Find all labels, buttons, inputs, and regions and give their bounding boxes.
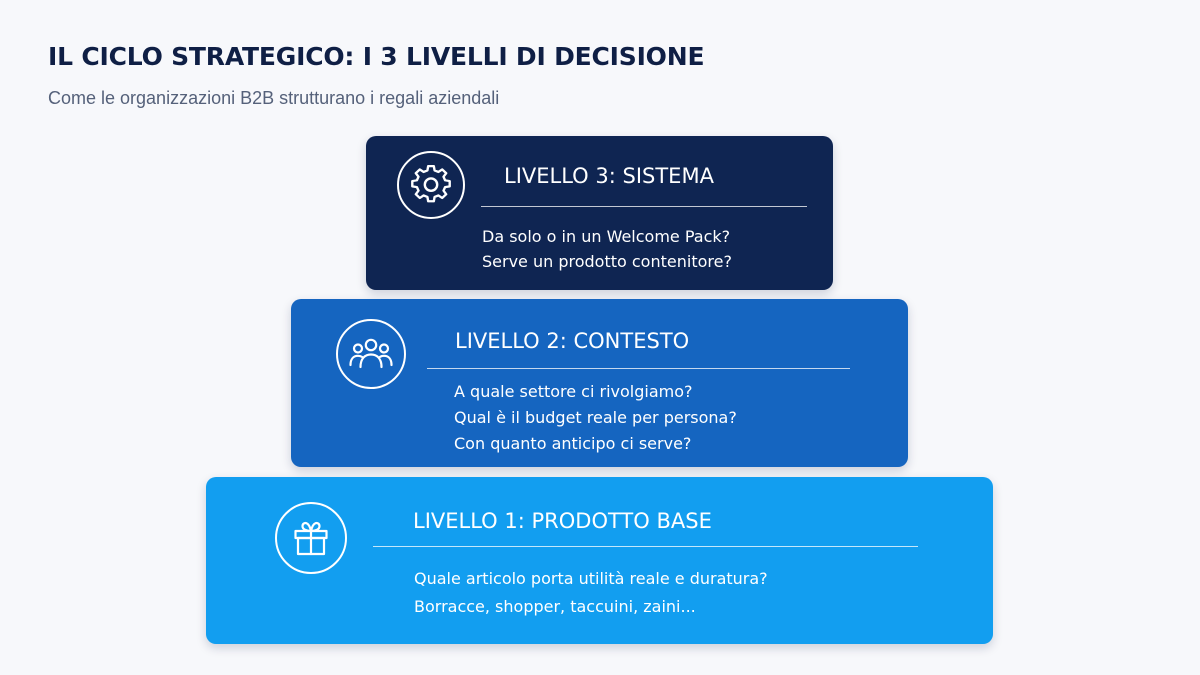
page-subtitle: Come le organizzazioni B2B strutturano i… (48, 88, 500, 108)
level-1-divider (373, 546, 918, 547)
level-2-question: Con quanto anticipo ci serve? (454, 434, 692, 453)
level-3-heading: LIVELLO 3: SISTEMA (504, 164, 714, 188)
level-1-question: Quale articolo porta utilità reale e dur… (414, 569, 768, 588)
level-1-question: Borracce, shopper, taccuini, zaini... (414, 597, 696, 616)
level-2-heading: LIVELLO 2: CONTESTO (455, 329, 690, 353)
people-group-icon (336, 319, 406, 389)
level-1-questions: Quale articolo porta utilità reale e dur… (414, 565, 768, 621)
level-1-heading: LIVELLO 1: PRODOTTO BASE (413, 509, 712, 533)
level-3-question: Serve un prodotto contenitore? (482, 252, 732, 271)
level-3-question: Da solo o in un Welcome Pack? (482, 227, 731, 246)
level-1-card: LIVELLO 1: PRODOTTO BASE Quale articolo … (206, 477, 993, 644)
gift-icon (275, 502, 347, 574)
level-3-card: LIVELLO 3: SISTEMA Da solo o in un Welco… (366, 136, 833, 290)
level-2-card: LIVELLO 2: CONTESTO A quale settore ci r… (291, 299, 908, 467)
level-2-questions: A quale settore ci rivolgiamo? Qual è il… (454, 379, 737, 457)
level-2-question: Qual è il budget reale per persona? (454, 408, 737, 427)
level-3-questions: Da solo o in un Welcome Pack? Serve un p… (482, 224, 732, 274)
gear-icon (397, 151, 465, 219)
page-title: IL CICLO STRATEGICO: I 3 LIVELLI DI DECI… (48, 42, 705, 71)
level-2-question: A quale settore ci rivolgiamo? (454, 382, 693, 401)
level-3-divider (481, 206, 807, 207)
level-2-divider (427, 368, 850, 369)
